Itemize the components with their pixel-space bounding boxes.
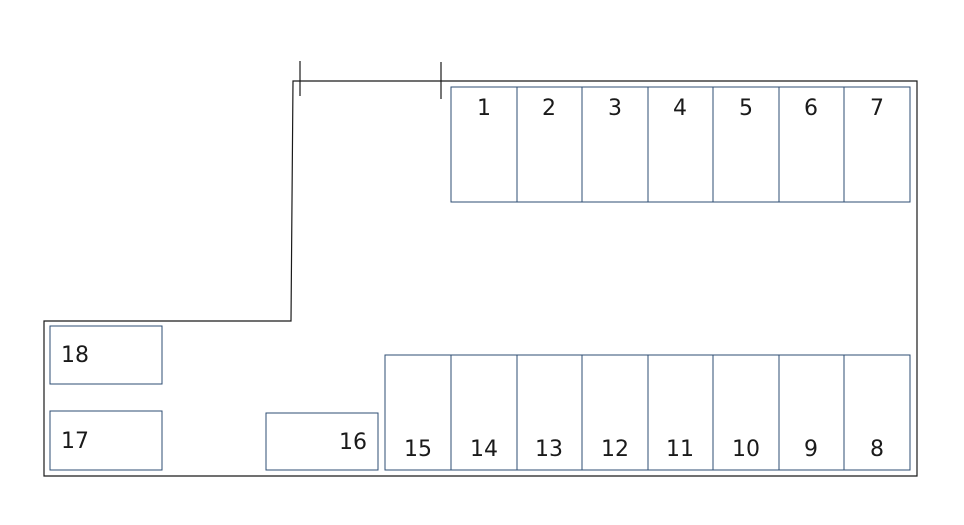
- bottom-row-spaces: 15 14 13 12 11 10 9 8: [384, 354, 911, 471]
- parking-space-6: [778, 86, 845, 203]
- space-number-7: 7: [870, 96, 884, 121]
- top-row-spaces: 1 2 3 4 5 6 7: [450, 86, 911, 203]
- space-number-14: 14: [470, 437, 498, 462]
- space-number-4: 4: [673, 96, 687, 121]
- space-number-11: 11: [666, 437, 694, 462]
- parking-space-17: [49, 410, 163, 471]
- space-number-6: 6: [804, 96, 818, 121]
- parking-space-4: [647, 86, 714, 203]
- parking-space-5: [712, 86, 780, 203]
- parking-space-10: [712, 354, 780, 471]
- parking-space-1: [450, 86, 518, 203]
- parking-space-15: [384, 354, 452, 471]
- space-number-12: 12: [601, 437, 629, 462]
- space-number-9: 9: [804, 437, 818, 462]
- parking-space-14: [450, 354, 518, 471]
- space-number-17: 17: [61, 429, 89, 454]
- space-number-13: 13: [535, 437, 563, 462]
- lot-boundary: [43, 80, 918, 477]
- parking-space-3: [581, 86, 649, 203]
- space-number-8: 8: [870, 437, 884, 462]
- space-number-3: 3: [608, 96, 622, 121]
- parking-space-18: [49, 325, 163, 385]
- space-number-15: 15: [404, 437, 432, 462]
- parking-space-7: [843, 86, 911, 203]
- parking-space-8: [843, 354, 911, 471]
- space-number-2: 2: [542, 96, 556, 121]
- space-number-18: 18: [61, 343, 89, 368]
- space-number-16: 16: [339, 430, 367, 455]
- parking-space-11: [647, 354, 714, 471]
- parking-space-13: [516, 354, 583, 471]
- parking-space-2: [516, 86, 583, 203]
- space-number-5: 5: [739, 96, 753, 121]
- left-column-spaces: 18 17: [49, 325, 163, 471]
- parking-space-16: [265, 412, 379, 471]
- parking-space-12: [581, 354, 649, 471]
- space-number-10: 10: [732, 437, 760, 462]
- parking-space-9: [778, 354, 845, 471]
- space-number-1: 1: [477, 96, 491, 121]
